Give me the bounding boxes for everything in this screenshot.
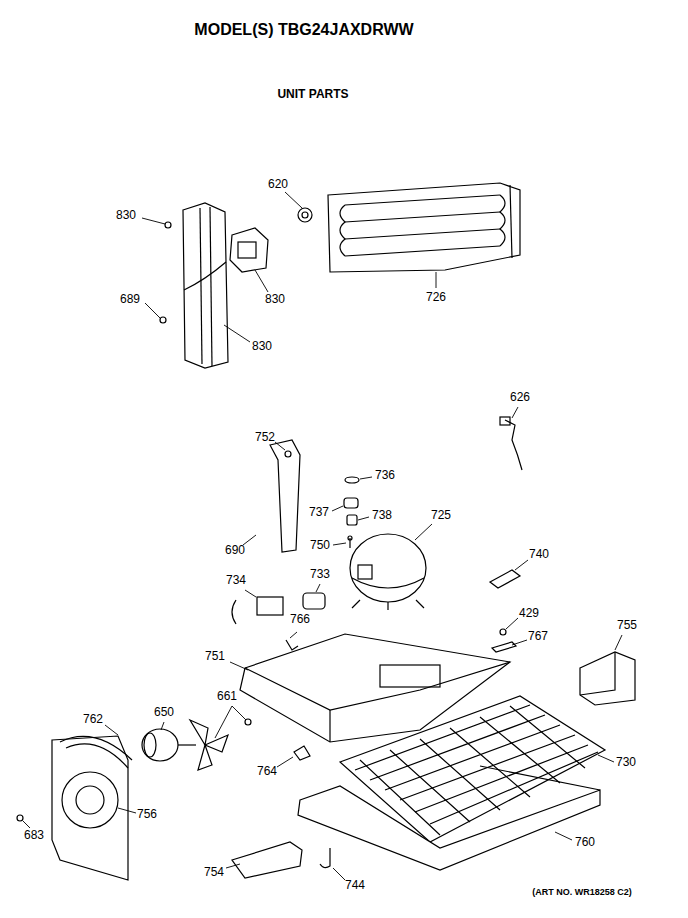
callout-number: 750: [310, 539, 330, 552]
callout-number: 734: [226, 574, 246, 587]
callout-number: 730: [616, 756, 636, 769]
callout-number: 429: [519, 607, 539, 620]
callout-number: 756: [137, 808, 157, 821]
callout-number: 736: [375, 469, 395, 482]
callout-number: 830: [265, 293, 285, 306]
callout-number: 755: [617, 619, 637, 632]
callout-number: 738: [372, 509, 392, 522]
callout-number: 767: [528, 630, 548, 643]
callout-number: 733: [310, 568, 330, 581]
callout-number: 744: [345, 879, 365, 892]
callout-number: 689: [120, 293, 140, 306]
callout-number: 764: [257, 765, 277, 778]
model-title: MODEL(S) TBG24JAXDRWW: [194, 21, 413, 39]
callout-number: 650: [154, 706, 174, 719]
callout-number: 752: [255, 431, 275, 444]
callout-number: 766: [290, 613, 310, 626]
callout-number: 620: [268, 178, 288, 191]
callout-number: 726: [426, 291, 446, 304]
callout-number: 760: [575, 836, 595, 849]
callout-number: 830: [116, 209, 136, 222]
callout-number: 754: [204, 866, 224, 879]
callout-number: 762: [83, 713, 103, 726]
callout-number: 737: [309, 506, 329, 519]
callout-number: 661: [217, 690, 237, 703]
callout-number: 690: [225, 544, 245, 557]
callout-number: 683: [24, 829, 44, 842]
art-number: (ART NO. WR18258 C2): [532, 888, 632, 898]
callout-number: 751: [205, 650, 225, 663]
callout-number: 626: [510, 391, 530, 404]
section-heading: UNIT PARTS: [277, 88, 348, 101]
callout-number: 725: [431, 509, 451, 522]
callout-number: 830: [252, 340, 272, 353]
callout-number: 740: [529, 548, 549, 561]
